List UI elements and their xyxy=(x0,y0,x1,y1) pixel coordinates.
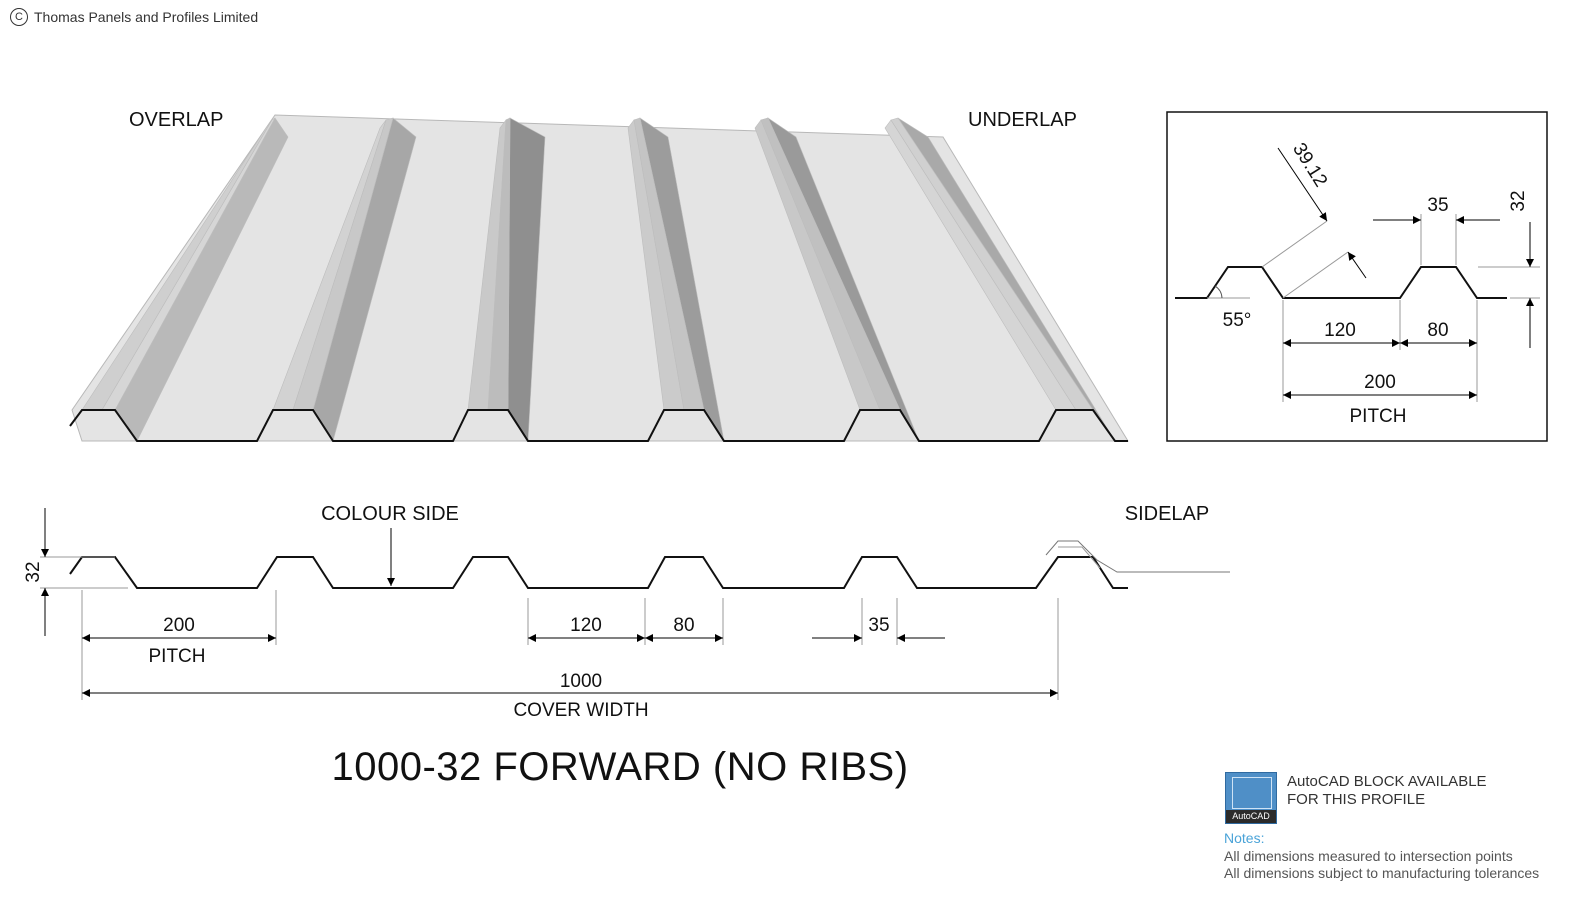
autocad-line-1: AutoCAD BLOCK AVAILABLE xyxy=(1287,773,1487,790)
detail-crown-base-label: 80 xyxy=(1427,320,1448,341)
note-line: All dimensions measured to intersection … xyxy=(1224,847,1513,864)
detail-height-label: 32 xyxy=(1508,190,1529,211)
section-pitch-label: PITCH xyxy=(149,646,206,667)
profile-title: 1000-32 FORWARD (NO RIBS) xyxy=(331,745,909,789)
cover-width-value: 1000 xyxy=(560,671,602,692)
overlap-label: OVERLAP xyxy=(129,109,223,131)
rib-group xyxy=(81,117,1116,442)
autocad-line-2: FOR THIS PROFILE xyxy=(1287,791,1426,808)
sidelap-overlay xyxy=(1045,540,1230,573)
detail-pitch-value: 200 xyxy=(1364,372,1396,393)
detail-profile-line xyxy=(1175,266,1507,299)
detail-trough-label: 120 xyxy=(1324,320,1356,341)
section-height-label: 32 xyxy=(23,561,44,582)
notes-heading: Notes: xyxy=(1224,830,1265,846)
angle-label: 55° xyxy=(1223,310,1252,331)
underlap-label: UNDERLAP xyxy=(968,109,1077,131)
copyright-notice: C Thomas Panels and Profiles Limited xyxy=(10,8,258,26)
cover-width-label: COVER WIDTH xyxy=(513,700,648,721)
section-crown-base-label: 80 xyxy=(673,615,694,636)
autocad-badge: AutoCAD xyxy=(1225,772,1277,824)
detail-pitch-label: PITCH xyxy=(1350,406,1407,427)
note-line: All dimensions subject to manufacturing … xyxy=(1224,865,1540,881)
detail-frame xyxy=(1166,111,1548,442)
colour-side-label: COLOUR SIDE xyxy=(321,503,459,525)
detail-crown-label: 35 xyxy=(1427,195,1448,216)
copyright-text: Thomas Panels and Profiles Limited xyxy=(34,9,259,25)
autocad-logo-text: AutoCAD xyxy=(1226,810,1276,823)
notes-block: Notes: All dimensions measured to inters… xyxy=(1224,830,1539,883)
slant-length-label: 39.12 xyxy=(1288,139,1331,190)
section-profile-line xyxy=(69,556,1128,589)
panel-front-edge xyxy=(69,409,1128,442)
cross-section: 32 COLOUR SIDE SIDELAP 200 PITCH 120 80 … xyxy=(23,503,1230,721)
panel-sheet xyxy=(71,114,1129,442)
perspective-panel: OVERLAP UNDERLAP xyxy=(69,109,1129,442)
detail-box: 39.12 35 32 55° 120 80 200 PITCH xyxy=(1166,111,1548,442)
section-pitch-value: 200 xyxy=(163,615,195,636)
section-crown-top-label: 35 xyxy=(868,615,889,636)
sidelap-label: SIDELAP xyxy=(1125,503,1209,525)
autocad-availability: AutoCAD BLOCK AVAILABLE FOR THIS PROFILE xyxy=(1287,773,1487,809)
copyright-icon: C xyxy=(10,8,28,26)
autocad-logo-icon: AutoCAD xyxy=(1225,772,1277,824)
section-trough-label: 120 xyxy=(570,615,602,636)
